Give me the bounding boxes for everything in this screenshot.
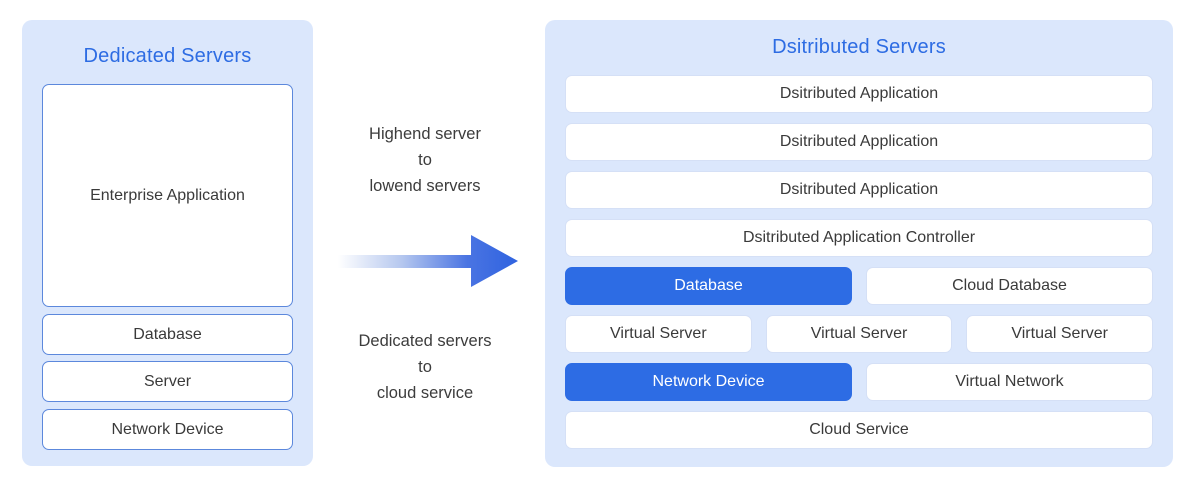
distributed-application-row-1: Dsitributed Application xyxy=(565,75,1153,113)
dedicated-servers-panel: Dedicated Servers Enterprise Application… xyxy=(22,20,313,466)
network-device-label: Network Device xyxy=(652,373,765,390)
virtual-network-box: Virtual Network xyxy=(866,363,1153,401)
distributed-application-controller-label: Dsitributed Application Controller xyxy=(742,229,976,246)
network-device-highlight-box: Network Device xyxy=(565,363,852,401)
caption-line: Highend server xyxy=(369,125,481,143)
virtual-server-box: Virtual Server xyxy=(966,315,1154,353)
virtual-server-row: Virtual Server Virtual Server Virtual Se… xyxy=(565,315,1154,353)
virtual-server-box: Virtual Server xyxy=(765,315,953,353)
distributed-application-box: Dsitributed Application xyxy=(565,171,1153,209)
database-row: Database Cloud Database xyxy=(565,267,1153,305)
distributed-application-controller-box: Dsitributed Application Controller xyxy=(565,219,1153,257)
distributed-application-box: Dsitributed Application xyxy=(565,75,1153,113)
database-label: Database xyxy=(674,277,743,294)
distributed-application-controller-row: Dsitributed Application Controller xyxy=(565,219,1153,257)
caption-line: to xyxy=(418,151,432,169)
virtual-server-label: Virtual Server xyxy=(810,325,908,342)
virtual-server-label: Virtual Server xyxy=(1011,325,1108,342)
caption-line: to xyxy=(418,358,432,376)
distributed-application-label: Dsitributed Application xyxy=(779,133,939,150)
virtual-server-label: Virtual Server xyxy=(610,325,707,342)
network-device-label: Network Device xyxy=(111,420,224,438)
server-label: Server xyxy=(143,372,192,390)
virtual-network-label: Virtual Network xyxy=(955,373,1064,390)
server-box: Server xyxy=(42,361,293,402)
enterprise-application-label: Enterprise Application xyxy=(90,186,245,204)
right-arrow-icon xyxy=(338,232,520,290)
cloud-database-box: Cloud Database xyxy=(866,267,1153,305)
cloud-database-label: Cloud Database xyxy=(952,277,1067,294)
distributed-servers-title: Dsitributed Servers xyxy=(772,36,946,58)
database-label: Database xyxy=(133,325,202,343)
distributed-application-row-3: Dsitributed Application xyxy=(565,171,1153,209)
distributed-servers-panel: Dsitributed Servers Dsitributed Applicat… xyxy=(545,20,1173,467)
database-box: Database xyxy=(42,314,293,355)
cloud-service-row: Cloud Service xyxy=(565,411,1153,449)
network-row: Network Device Virtual Network xyxy=(565,363,1153,401)
dedicated-servers-title: Dedicated Servers xyxy=(83,45,252,67)
cloud-service-box: Cloud Service xyxy=(565,411,1153,449)
distributed-application-label: Dsitributed Application xyxy=(779,85,939,102)
dedicated-to-cloud-caption: Dedicated servers to cloud service xyxy=(325,328,525,406)
cloud-service-label: Cloud Service xyxy=(809,421,909,438)
caption-line: cloud service xyxy=(376,384,474,402)
network-device-box: Network Device xyxy=(42,409,293,450)
caption-line: Dedicated servers xyxy=(358,332,492,350)
enterprise-application-box: Enterprise Application xyxy=(42,84,293,307)
virtual-server-box: Virtual Server xyxy=(565,315,752,353)
distributed-application-box: Dsitributed Application xyxy=(565,123,1153,161)
database-highlight-box: Database xyxy=(565,267,852,305)
distributed-application-label: Dsitributed Application xyxy=(779,181,939,198)
caption-line: lowend servers xyxy=(369,177,481,195)
highend-to-lowend-caption: Highend server to lowend servers xyxy=(325,121,525,199)
distributed-application-row-2: Dsitributed Application xyxy=(565,123,1153,161)
